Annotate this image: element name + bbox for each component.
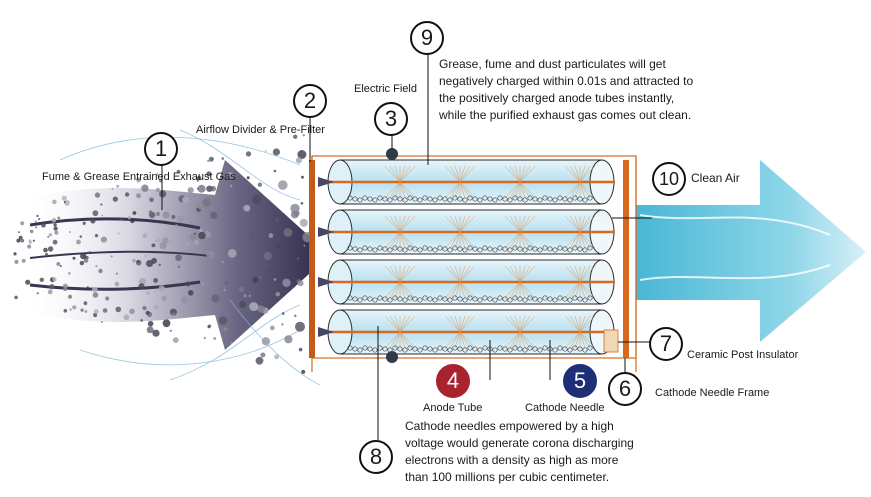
marker-6: 6	[608, 372, 642, 406]
particles	[13, 134, 313, 374]
label-ceramic-insulator: Ceramic Post Insulator	[687, 349, 799, 361]
marker-9: 9	[410, 21, 444, 55]
description-9-line: negatively charged within 0.01s and attr…	[439, 74, 694, 88]
label-prefilter: Airflow Divider & Pre-Filter	[196, 124, 325, 136]
clean-air-arrow	[615, 160, 866, 342]
electrode-bottom	[386, 351, 398, 363]
anode-tube	[318, 159, 615, 205]
label-cathode-needle: Cathode Needle	[525, 402, 605, 414]
description-8-line: Cathode needles empowered by a high	[405, 419, 614, 433]
marker-5-cathode: 5	[563, 364, 597, 398]
description-8-line: voltage would generate corona dischargin…	[405, 436, 634, 450]
marker-8: 8	[359, 440, 393, 474]
label-anode-tube: Anode Tube	[423, 402, 483, 414]
ceramic-insulator	[603, 329, 619, 353]
marker-7: 7	[649, 327, 683, 361]
marker-4-anode: 4	[436, 364, 470, 398]
marker-1: 1	[144, 132, 178, 166]
electrode-top	[386, 148, 398, 160]
label-electric-field: Electric Field	[354, 83, 417, 95]
label-exhaust: Fume & Grease Entrained Exhaust Gas	[42, 171, 236, 183]
description-9: Grease, fume and dust particulates will …	[439, 56, 693, 124]
description-9-line: the positively charged anode tubes insta…	[439, 91, 675, 105]
leader-lines	[161, 52, 652, 440]
marker-10: 10	[652, 162, 686, 196]
field-lines	[59, 129, 321, 386]
description-8: Cathode needles empowered by a high volt…	[405, 418, 634, 486]
label-clean-air: Clean Air	[691, 171, 740, 185]
label-needle-frame: Cathode Needle Frame	[655, 387, 770, 399]
description-9-line: while the purified exhaust gas comes out…	[439, 108, 692, 122]
description-8-line: than 100 millions per cubic centimeter.	[405, 470, 610, 484]
description-8-line: electrons with a density as high as more	[405, 453, 619, 467]
marker-3: 3	[374, 102, 408, 136]
anode-tube	[318, 259, 615, 305]
needle-frame-plate	[623, 160, 629, 358]
prefilter-plate	[309, 160, 315, 358]
description-9-line: Grease, fume and dust particulates will …	[439, 57, 666, 71]
marker-2: 2	[293, 84, 327, 118]
anode-tube	[318, 209, 615, 255]
anode-tubes	[318, 159, 615, 355]
anode-tube	[318, 309, 615, 355]
